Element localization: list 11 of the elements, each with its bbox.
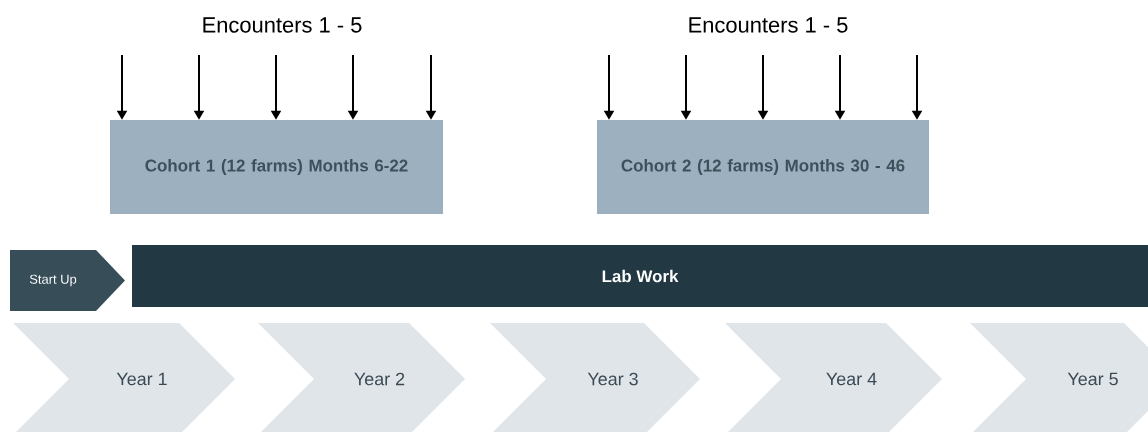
cohort-box: Cohort 1 (12 farms) Months 6-22 bbox=[110, 120, 443, 214]
year-block: Year 5 bbox=[970, 323, 1148, 432]
cohort-box: Cohort 2 (12 farms) Months 30 - 46 bbox=[597, 120, 929, 214]
timeline-bar: Lab Work bbox=[132, 245, 1148, 307]
phase-block: Start Up bbox=[10, 250, 125, 311]
year-block: Year 1 bbox=[13, 323, 235, 432]
heading: Encounters 1 - 5 bbox=[689, 17, 848, 33]
year-block: Year 3 bbox=[490, 323, 700, 432]
year-block: Year 4 bbox=[725, 323, 942, 432]
heading: Encounters 1 - 5 bbox=[203, 17, 362, 33]
year-block: Year 2 bbox=[258, 323, 465, 432]
